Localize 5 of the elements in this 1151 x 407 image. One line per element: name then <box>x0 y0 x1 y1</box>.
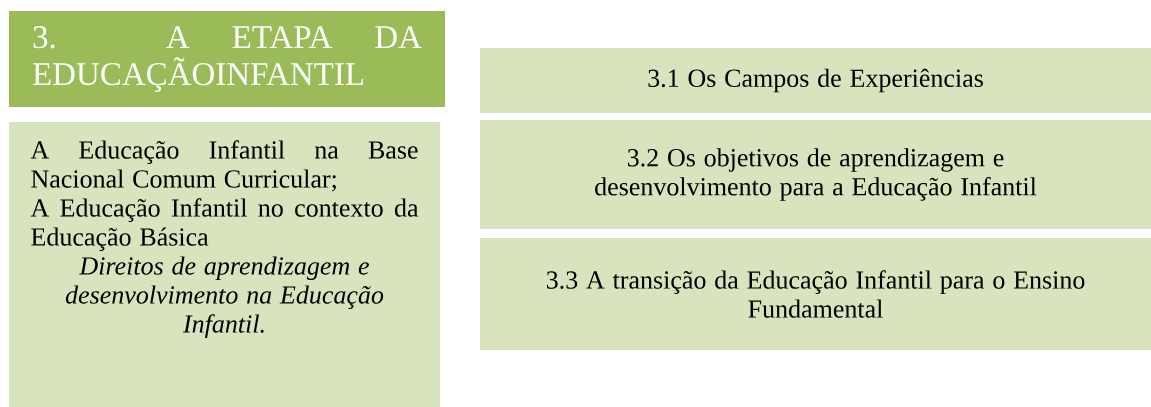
topic-box: 3.3 A transição da Educação Infantil para o Ensino Fundamental <box>480 238 1151 350</box>
topic-box: 3.2 Os objetivos de aprendizagem e desenvolvimento para a Educação Infantil <box>480 120 1151 229</box>
heading-box: 3. A ETAPA DA EDUCAÇÃOINFANTIL <box>9 11 445 107</box>
text-box: A Educação Infantil na Base Nacional Comum Curricular; A Educação Infantil no contexto da Educação Básica Direitos de aprendizagem e desenvolvimento na Educação Infantil. <box>9 122 440 407</box>
topic-box: 3.1 Os Campos de Experiências <box>480 48 1151 113</box>
